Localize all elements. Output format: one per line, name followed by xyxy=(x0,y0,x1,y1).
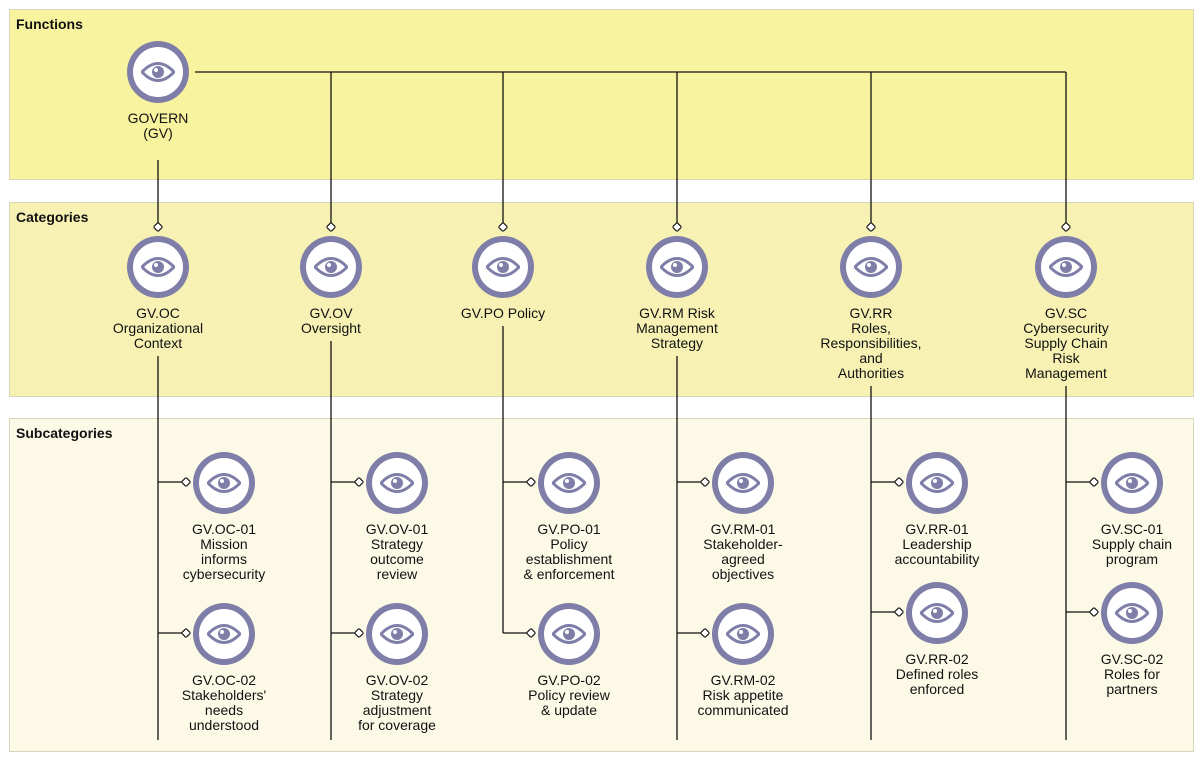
subcategory-label: GV.OC-02 Stakeholders' needs understood xyxy=(181,672,267,733)
eye-icon xyxy=(127,236,189,298)
eye-icon xyxy=(906,582,968,644)
category-node-gv-rm[interactable]: GV.RM Risk Management Strategy xyxy=(597,236,757,351)
eye-icon xyxy=(712,452,774,514)
categories-band: Categories xyxy=(9,202,1194,397)
subcategory-label: GV.RR-02 Defined roles enforced xyxy=(895,651,979,697)
subcategory-label: GV.PO-02 Policy review & update xyxy=(528,672,610,718)
subcategory-label: GV.SC-02 Roles for partners xyxy=(1100,651,1164,697)
subcategory-node-gv-sc-02[interactable]: GV.SC-02 Roles for partners xyxy=(1052,582,1200,697)
subcategory-node-gv-rm-02[interactable]: GV.RM-02 Risk appetite communicated xyxy=(663,603,823,718)
subcategories-band-title: Subcategories xyxy=(16,425,113,441)
eye-icon xyxy=(1101,582,1163,644)
eye-icon xyxy=(127,41,189,103)
subcategory-node-gv-oc-01[interactable]: GV.OC-01 Mission informs cybersecurity xyxy=(144,452,304,582)
category-label: GV.RR Roles, Responsibilities, and Autho… xyxy=(820,305,922,381)
subcategory-node-gv-oc-02[interactable]: GV.OC-02 Stakeholders' needs understood xyxy=(144,603,304,733)
eye-icon xyxy=(472,236,534,298)
category-node-gv-ov[interactable]: GV.OV Oversight xyxy=(251,236,411,336)
eye-icon xyxy=(300,236,362,298)
category-node-gv-oc[interactable]: GV.OC Organizational Context xyxy=(78,236,238,351)
eye-icon xyxy=(1101,452,1163,514)
eye-icon xyxy=(712,603,774,665)
subcategory-label: GV.OC-01 Mission informs cybersecurity xyxy=(182,521,266,582)
category-label: GV.OV Oversight xyxy=(301,305,361,336)
category-label: GV.SC Cybersecurity Supply Chain Risk Ma… xyxy=(1023,305,1109,381)
subcategory-node-gv-rm-01[interactable]: GV.RM-01 Stakeholder- agreed objectives xyxy=(663,452,823,582)
category-node-gv-po[interactable]: GV.PO Policy xyxy=(423,236,583,321)
category-node-gv-sc[interactable]: GV.SC Cybersecurity Supply Chain Risk Ma… xyxy=(986,236,1146,381)
functions-band: Functions xyxy=(9,9,1194,180)
subcategory-label: GV.RR-01 Leadership accountability xyxy=(894,521,980,567)
subcategory-node-gv-po-02[interactable]: GV.PO-02 Policy review & update xyxy=(489,603,649,718)
subcategory-label: GV.PO-01 Policy establishment & enforcem… xyxy=(523,521,615,582)
categories-band-title: Categories xyxy=(16,209,89,225)
subcategory-label: GV.RM-01 Stakeholder- agreed objectives xyxy=(703,521,783,582)
category-label: GV.RM Risk Management Strategy xyxy=(636,305,718,351)
eye-icon xyxy=(538,452,600,514)
subcategory-node-gv-ov-02[interactable]: GV.OV-02 Strategy adjustment for coverag… xyxy=(317,603,477,733)
subcategory-node-gv-po-01[interactable]: GV.PO-01 Policy establishment & enforcem… xyxy=(489,452,649,582)
eye-icon xyxy=(366,452,428,514)
eye-icon xyxy=(906,452,968,514)
subcategory-label: GV.SC-01 Supply chain program xyxy=(1091,521,1173,567)
category-node-gv-rr[interactable]: GV.RR Roles, Responsibilities, and Autho… xyxy=(791,236,951,381)
eye-icon xyxy=(193,452,255,514)
subcategory-node-gv-rr-01[interactable]: GV.RR-01 Leadership accountability xyxy=(857,452,1017,567)
subcategory-node-gv-ov-01[interactable]: GV.OV-01 Strategy outcome review xyxy=(317,452,477,582)
subcategory-label: GV.RM-02 Risk appetite communicated xyxy=(697,672,789,718)
eye-icon xyxy=(840,236,902,298)
functions-band-title: Functions xyxy=(16,16,83,32)
subcategory-node-gv-rr-02[interactable]: GV.RR-02 Defined roles enforced xyxy=(857,582,1017,697)
eye-icon xyxy=(366,603,428,665)
subcategory-label: GV.OV-01 Strategy outcome review xyxy=(365,521,429,582)
eye-icon xyxy=(538,603,600,665)
eye-icon xyxy=(646,236,708,298)
function-node-govern[interactable]: GOVERN (GV) xyxy=(78,41,238,141)
eye-icon xyxy=(193,603,255,665)
category-label: GV.PO Policy xyxy=(460,305,546,321)
subcategory-node-gv-sc-01[interactable]: GV.SC-01 Supply chain program xyxy=(1052,452,1200,567)
eye-icon xyxy=(1035,236,1097,298)
function-label: GOVERN (GV) xyxy=(127,110,189,141)
category-label: GV.OC Organizational Context xyxy=(112,305,204,351)
subcategory-label: GV.OV-02 Strategy adjustment for coverag… xyxy=(358,672,436,733)
